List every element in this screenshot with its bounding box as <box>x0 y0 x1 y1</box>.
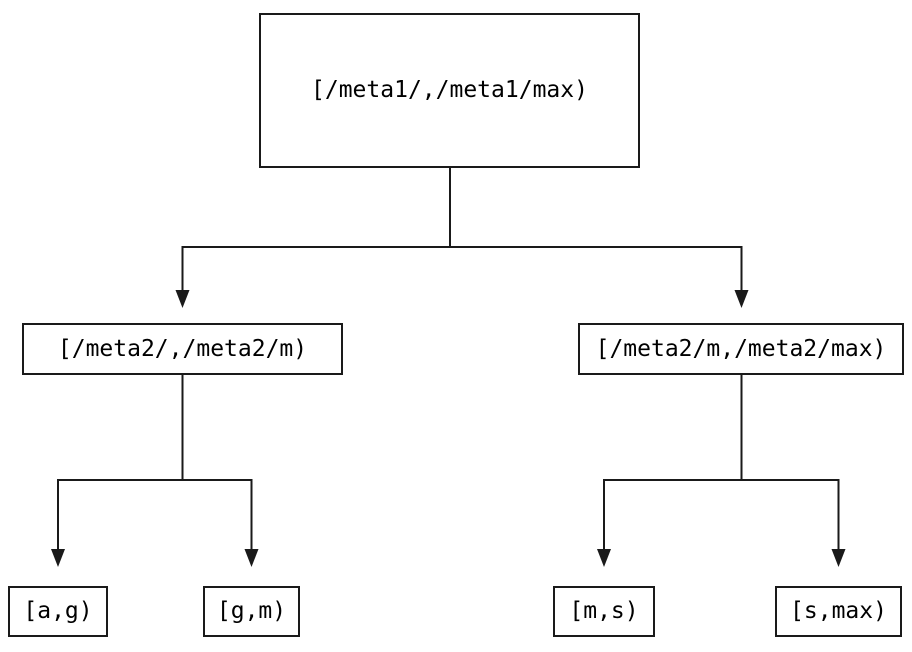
edge-line <box>181 375 253 550</box>
tree-node-leaf-smax-label: [s,max) <box>790 598 887 624</box>
arrowhead-down-icon <box>597 549 611 567</box>
arrowhead-down-icon <box>175 290 190 308</box>
tree-node-root-label: [/meta1/,/meta1/max) <box>311 77 588 103</box>
tree-node-root: [/meta1/,/meta1/max) <box>259 13 640 168</box>
edge-line <box>57 375 184 550</box>
tree-node-leaf-gm: [g,m) <box>203 586 300 637</box>
tree-node-left-child: [/meta2/,/meta2/m) <box>22 323 343 375</box>
edge-line <box>740 375 840 550</box>
tree-node-leaf-ag-label: [a,g) <box>23 598 93 624</box>
edge-line <box>181 168 451 291</box>
tree-node-right-child: [/meta2/m,/meta2/max) <box>578 323 904 375</box>
tree-node-leaf-gm-label: [g,m) <box>216 598 287 624</box>
arrowhead-down-icon <box>51 549 65 567</box>
arrowhead-down-icon <box>244 549 259 567</box>
edge-line <box>449 168 743 291</box>
tree-node-leaf-ms: [m,s) <box>553 586 655 637</box>
edge-root-to-right-child <box>449 168 749 308</box>
arrowhead-down-icon <box>831 549 846 567</box>
tree-node-right-child-label: [/meta2/m,/meta2/max) <box>595 335 887 362</box>
edge-line <box>603 375 743 550</box>
edge-left-child-to-leaf-ag <box>51 375 184 567</box>
edge-right-child-to-leaf-smax <box>740 375 846 567</box>
tree-node-leaf-ag: [a,g) <box>8 586 108 637</box>
tree-node-leaf-ms-label: [m,s) <box>569 598 639 624</box>
edge-left-child-to-leaf-gm <box>181 375 259 567</box>
tree-node-leaf-smax: [s,max) <box>775 586 902 637</box>
tree-node-left-child-label: [/meta2/,/meta2/m) <box>57 335 308 362</box>
edge-right-child-to-leaf-ms <box>597 375 743 567</box>
edge-root-to-left-child <box>175 168 451 308</box>
arrowhead-down-icon <box>734 290 749 308</box>
